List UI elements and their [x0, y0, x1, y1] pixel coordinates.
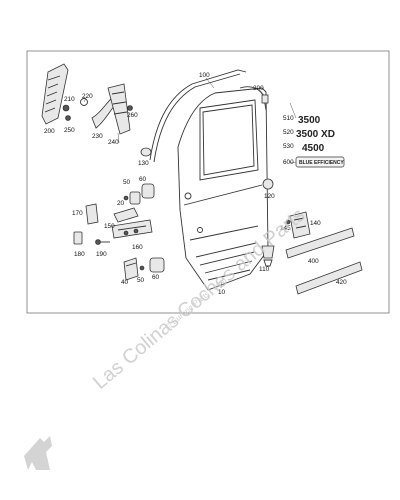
- svg-text:4500: 4500: [302, 143, 325, 154]
- hinge-bracket-assembly: [41, 63, 133, 135]
- callout-170: 170: [72, 210, 83, 217]
- door-check-strap: [111, 207, 153, 239]
- window-guide: [239, 86, 269, 111]
- hinge-40: [123, 257, 139, 281]
- callout-520: 520: [283, 129, 294, 136]
- badge-520: 3500 XD: [296, 129, 335, 140]
- callout-530: 530: [283, 143, 294, 150]
- door-panel: [177, 87, 269, 291]
- door-handle: [285, 211, 311, 239]
- callout-130: 130: [138, 160, 149, 167]
- badge-530: 4500: [302, 143, 325, 154]
- callout-250: 250: [64, 127, 75, 134]
- callout-300: 300: [253, 85, 264, 92]
- callout-420: 420: [336, 279, 347, 286]
- callout-labels: 100 300 210 220 250 200 230 240 260 130 …: [44, 72, 347, 296]
- leader-lines: [83, 77, 297, 289]
- lower-stop-parts: [139, 257, 165, 273]
- door-seal: [149, 69, 247, 163]
- callout-110: 110: [259, 266, 270, 273]
- badge-600: BLUE EFFICIENCY: [295, 156, 344, 168]
- callout-40: 40: [121, 279, 129, 286]
- callout-600: 600: [283, 159, 294, 166]
- callout-180: 180: [74, 251, 85, 258]
- callout-10: 10: [218, 289, 226, 296]
- svg-text:3500: 3500: [298, 115, 321, 126]
- callout-50-lower: 50: [137, 277, 145, 284]
- callout-510: 510: [283, 115, 294, 122]
- callout-400: 400: [308, 258, 319, 265]
- callout-60-upper: 60: [139, 176, 147, 183]
- callout-140: 140: [310, 220, 321, 227]
- clip-130: [140, 147, 152, 157]
- callout-100: 100: [199, 72, 210, 79]
- bracket-170: [85, 203, 99, 225]
- callout-220: 220: [82, 93, 93, 100]
- callout-20: 20: [117, 200, 125, 207]
- trim-strips: [285, 227, 363, 295]
- callout-210: 210: [64, 96, 75, 103]
- lock-cylinder: [261, 178, 275, 267]
- badge-510: 3500: [298, 115, 321, 126]
- callout-145: 145: [280, 225, 291, 232]
- callout-50-upper: 50: [123, 179, 131, 186]
- watermark-logo: [24, 436, 52, 470]
- plug-180: [73, 231, 83, 245]
- svg-text:3500 XD: 3500 XD: [296, 129, 335, 140]
- svg-text:BLUE EFFICIENCY: BLUE EFFICIENCY: [299, 160, 344, 166]
- callout-150: 150: [104, 223, 115, 230]
- watermark-copyright: © Europe Parts . com: [164, 275, 229, 331]
- bolt-190: [95, 239, 110, 245]
- door-stop-parts: [123, 183, 155, 205]
- callout-260: 260: [127, 112, 138, 119]
- callout-200: 200: [44, 128, 55, 135]
- callout-160: 160: [132, 244, 143, 251]
- diagram-frame: [26, 50, 390, 314]
- callout-120: 120: [264, 193, 275, 200]
- callout-190: 190: [96, 251, 107, 258]
- callout-240: 240: [108, 139, 119, 146]
- callout-60-lower: 60: [152, 274, 160, 281]
- callout-230: 230: [92, 133, 103, 140]
